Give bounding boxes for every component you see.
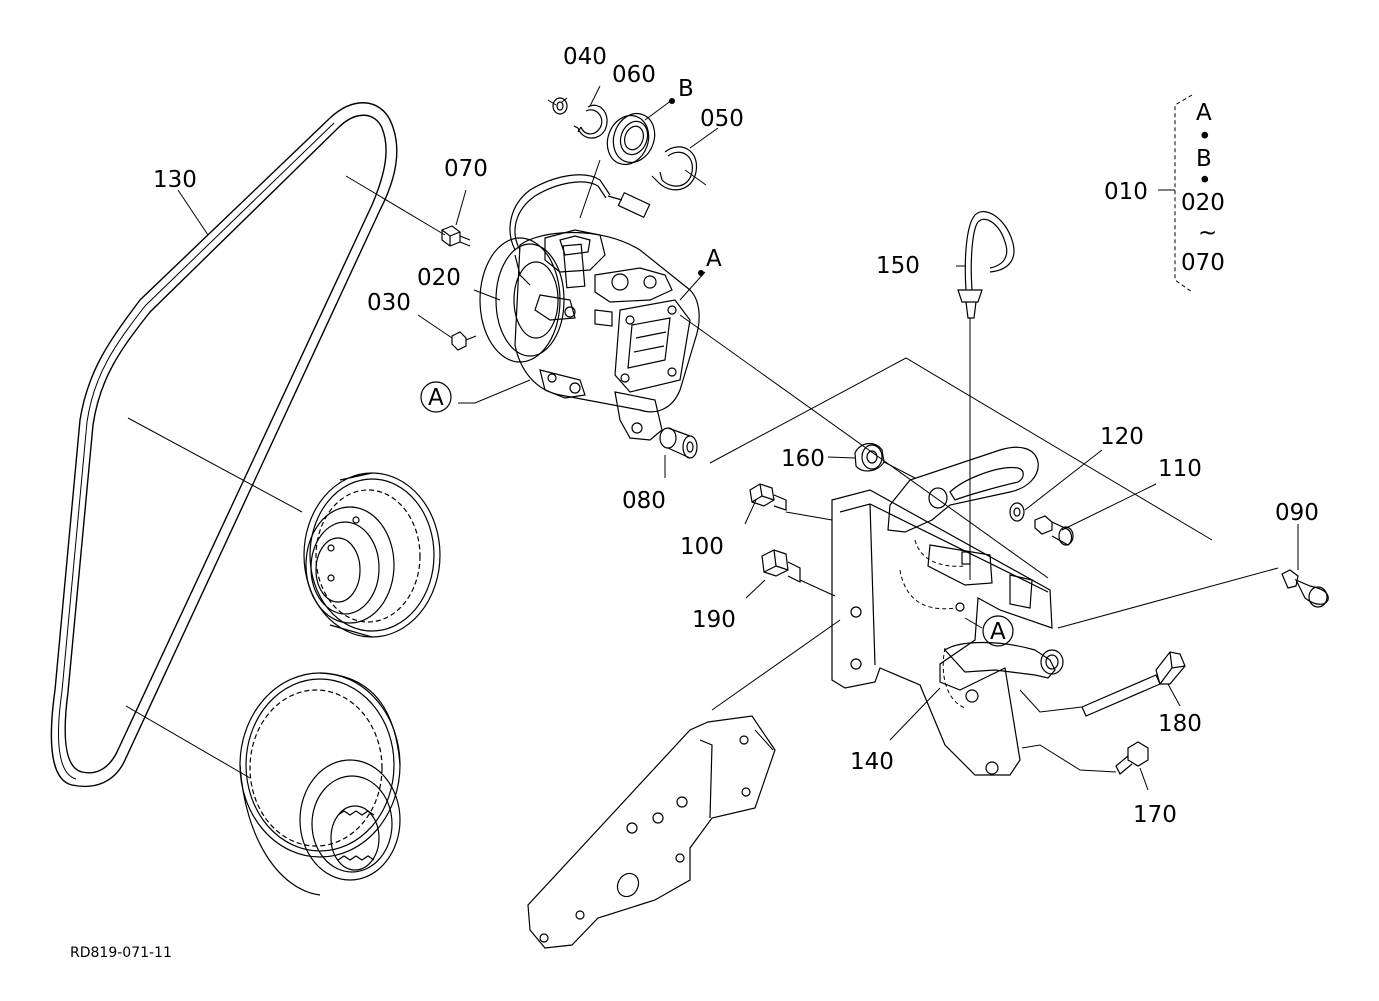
snap-ring-050: [651, 146, 698, 191]
label-060: 060: [612, 62, 656, 88]
label-050: 050: [700, 106, 744, 132]
label-020: 020: [417, 265, 461, 291]
label-160: 160: [781, 446, 825, 472]
label-marker-a: A: [706, 246, 722, 272]
nut-040: [552, 97, 568, 115]
label-180: 180: [1158, 711, 1202, 737]
bolt-170: [1115, 741, 1149, 775]
label-130: 130: [153, 167, 197, 193]
label-marker-b: B: [678, 76, 694, 102]
label-040: 040: [563, 44, 607, 70]
label-140: 140: [850, 749, 894, 775]
crank-pulley-upper: [303, 472, 441, 638]
bolt-110: [1034, 515, 1074, 546]
bolt-100: [749, 483, 787, 511]
drawing-code: RD819-071-11: [70, 945, 172, 961]
snap-ring-060: [573, 104, 608, 139]
v-belt: [50, 102, 398, 788]
label-030: 030: [367, 290, 411, 316]
label-100: 100: [680, 534, 724, 560]
callout-a2-text: A: [990, 619, 1006, 645]
callout-circle-a1: [420, 381, 452, 413]
legend-dot-1: •: [1198, 124, 1212, 150]
collar-080: [659, 427, 698, 459]
legend-bracket: [1158, 94, 1193, 293]
label-190: 190: [692, 607, 736, 633]
bolt-180: [1081, 651, 1186, 717]
callout-circle-a2: [982, 615, 1014, 647]
label-150: 150: [876, 253, 920, 279]
marker-dot-a: [698, 270, 704, 276]
bolt-070: [441, 225, 471, 247]
bearing-b: [606, 112, 656, 166]
legend-070: 070: [1181, 250, 1225, 276]
legend-020: 020: [1181, 190, 1225, 216]
label-110: 110: [1158, 456, 1202, 482]
legend-b: B: [1196, 146, 1212, 172]
bolt-190: [761, 549, 801, 583]
label-170: 170: [1133, 802, 1177, 828]
washer-120: [1009, 502, 1025, 522]
label-080: 080: [622, 488, 666, 514]
leader-lines: [125, 85, 1299, 791]
bracket-140: [831, 489, 1064, 776]
mount-plate: [527, 715, 776, 949]
screw-030: [451, 331, 477, 351]
cable-tie-150: [957, 211, 1015, 319]
compressor: [479, 174, 700, 441]
label-120: 120: [1100, 424, 1144, 450]
legend-tilde: ~: [1198, 220, 1217, 246]
adjusting-plate: [887, 446, 1039, 533]
crank-pulley-lower: [239, 672, 401, 896]
callout-a1-text: A: [428, 385, 444, 411]
label-010: 010: [1104, 179, 1148, 205]
label-090: 090: [1275, 500, 1319, 526]
legend-a: A: [1196, 100, 1212, 126]
legend-dot-2: •: [1198, 168, 1212, 194]
label-070: 070: [444, 156, 488, 182]
marker-dot-b: [669, 98, 675, 104]
bolt-090: [1281, 569, 1329, 608]
